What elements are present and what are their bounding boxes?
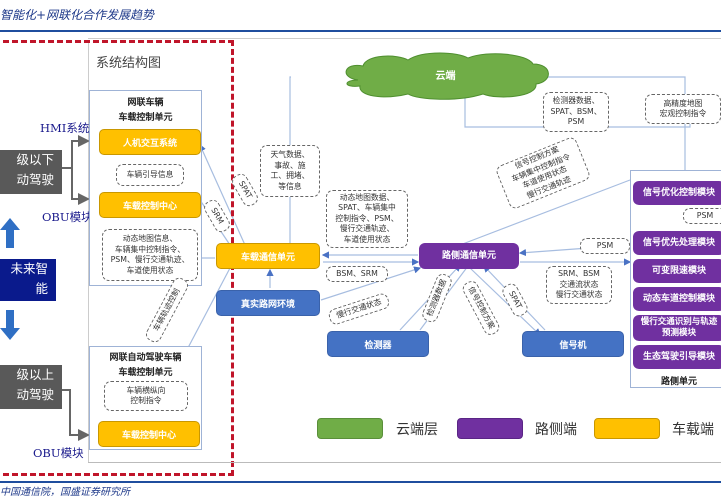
srm-bsm-note: SRM、BSM 交通流状态 慢行交通状态	[546, 266, 612, 304]
frame-top-line	[88, 38, 721, 39]
weather-info-note: 天气数据、 事故、施 工、拥堵、 等信息	[260, 145, 320, 197]
arrow-up-icon	[0, 218, 20, 248]
arrow-down-icon	[0, 310, 20, 340]
future-cockpit-box: 未来智能 座舱布局	[0, 259, 56, 336]
obu-module-label-bottom: OBU模块	[33, 446, 84, 460]
detector-box[interactable]: 检测器	[327, 331, 429, 357]
hd-map-note: 高精度地图 宏观控制指令	[645, 94, 721, 124]
legend-label-vehicle: 车载端	[672, 422, 714, 438]
level-above-autonomy-box: 级以上 动驾驶	[0, 365, 62, 409]
connector-below-to-hmi	[62, 135, 90, 169]
auto-panel-title-1: 网联自动驾驶车辆	[109, 353, 182, 363]
vehicle-panel-title-1: 网联车辆	[127, 98, 164, 108]
hmi-system-label: HMI系统	[40, 121, 90, 135]
variable-speed-limit-module[interactable]: 可变限速模块	[633, 259, 721, 283]
detector-data-note: 检测器数据、 SPAT、BSM、 PSM	[543, 92, 609, 132]
vehicle-control-center-box[interactable]: 车载控制中心	[99, 192, 201, 218]
legend-label-cloud: 云端层	[396, 422, 438, 438]
psm-note-mid: PSM	[580, 238, 630, 254]
vehicle-panel-title-2: 车载控制单元	[118, 113, 173, 123]
hmi-system-box[interactable]: 人机交互系统	[99, 129, 201, 155]
dynamic-lane-control-module[interactable]: 动态车道控制模块	[633, 287, 721, 311]
eco-driving-guidance-module[interactable]: 生态驾驶引导模块	[633, 345, 721, 369]
connector-below-to-obu	[71, 168, 90, 205]
vehicle-comm-unit-box[interactable]: 车载通信单元	[216, 243, 320, 269]
signal-optimization-module[interactable]: 信号优化控制模块	[633, 181, 721, 205]
legend-label-roadside: 路侧端	[535, 422, 577, 438]
obu-module-label-top: OBU模块	[42, 210, 93, 224]
header-divider	[0, 30, 721, 32]
slow-traffic-prediction-module[interactable]: 慢行交通识别与轨迹 预测模块	[633, 315, 721, 341]
cloud-shape	[345, 52, 549, 100]
bsm-srm-note: BSM、SRM	[326, 266, 388, 282]
lateral-control-note: 车辆横纵向 控制指令	[104, 381, 188, 411]
level-below-autonomy-box: 级以下 动驾驶	[0, 150, 62, 194]
legend-swatch-roadside	[457, 418, 523, 439]
auto-control-center-box[interactable]: 车载控制中心	[98, 421, 200, 447]
signal-priority-module[interactable]: 信号优先处理模块	[633, 231, 721, 255]
page-title: 智能化+网联化合作发展趋势	[0, 8, 155, 22]
roadside-unit-title: 路侧单元	[660, 377, 697, 387]
section-title: 系统结构图	[96, 56, 162, 71]
signal-machine-box[interactable]: 信号机	[522, 331, 624, 357]
vehicle-guidance-info-note: 车辆引导信息	[116, 164, 184, 186]
real-road-env-box[interactable]: 真实路网环境	[216, 290, 320, 316]
dynamic-map-info-note: 动态地图信息、 车辆集中控制指令、 PSM、慢行交通轨迹、 车道使用状态	[102, 229, 198, 281]
legend-swatch-cloud	[317, 418, 383, 439]
roadside-comm-unit-box[interactable]: 路侧通信单元	[419, 243, 519, 269]
cloud-label[interactable]: 云端	[435, 71, 456, 82]
frame-left-line	[88, 40, 89, 462]
legend-swatch-vehicle	[594, 418, 660, 439]
footer-divider	[0, 481, 721, 483]
auto-panel-title-2: 车载控制单元	[118, 368, 173, 378]
dynamic-map-data-note: 动态地图数据、 SPAT、车辆集中 控制指令、PSM、 慢行交通轨迹、 车道使用…	[326, 190, 408, 248]
frame-bottom-line	[88, 462, 721, 463]
connector-above-to-obu	[62, 389, 90, 441]
source-note: 中国通信院，国盛证券研究所	[0, 487, 130, 498]
psm-note-right: PSM	[683, 208, 721, 224]
